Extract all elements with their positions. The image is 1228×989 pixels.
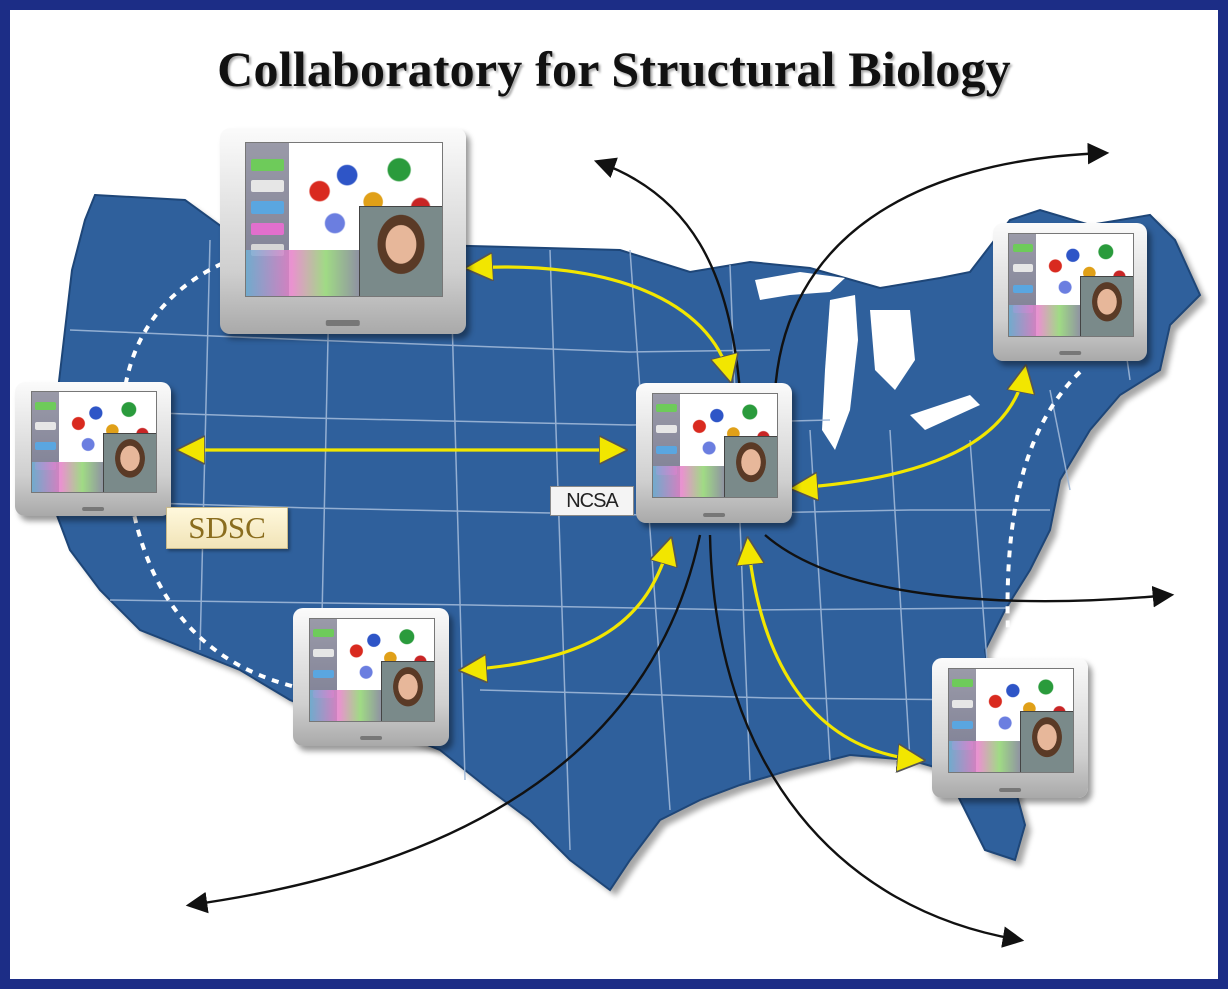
video-participant — [358, 206, 443, 296]
monitor-logo — [703, 513, 725, 518]
monitor-screen — [30, 391, 158, 493]
monitor-logo — [325, 319, 361, 326]
monitor-screen — [308, 617, 436, 722]
diagram-frame: Collaboratory for Structural Biology — [10, 10, 1218, 979]
monitor-northwest — [220, 128, 466, 334]
toolbar-buttons — [309, 690, 382, 721]
monitor-screen — [244, 142, 444, 297]
video-participant — [1019, 711, 1074, 773]
yellow-links — [182, 267, 1025, 760]
video-participant — [1079, 275, 1133, 336]
monitor-sdsc — [15, 382, 171, 516]
ncsa-label: NCSA — [550, 486, 634, 516]
monitor-logo — [360, 736, 382, 741]
toolbar-buttons — [948, 741, 1021, 773]
protein-structure-image — [680, 393, 778, 467]
monitor-logo — [1059, 351, 1081, 356]
monitor-logo — [82, 506, 104, 511]
toolbar-buttons — [1009, 305, 1081, 336]
monitor-northeast — [993, 223, 1147, 361]
lake-superior — [755, 272, 845, 300]
monitor-ncsa-hub — [636, 383, 792, 523]
video-participant — [380, 660, 435, 721]
diagram-title: Collaboratory for Structural Biology — [217, 41, 1011, 97]
toolbar-buttons — [245, 250, 360, 296]
video-participant — [102, 433, 157, 492]
monitor-screen — [947, 667, 1075, 774]
toolbar-buttons — [31, 461, 104, 492]
monitor-screen — [651, 392, 779, 499]
monitor-logo — [999, 788, 1021, 793]
monitor-southwest — [293, 608, 449, 746]
toolbar-buttons — [652, 466, 725, 498]
video-participant — [723, 436, 778, 498]
sdsc-label: SDSC — [166, 507, 288, 549]
monitor-southeast — [932, 658, 1088, 798]
monitor-screen — [1008, 232, 1134, 337]
